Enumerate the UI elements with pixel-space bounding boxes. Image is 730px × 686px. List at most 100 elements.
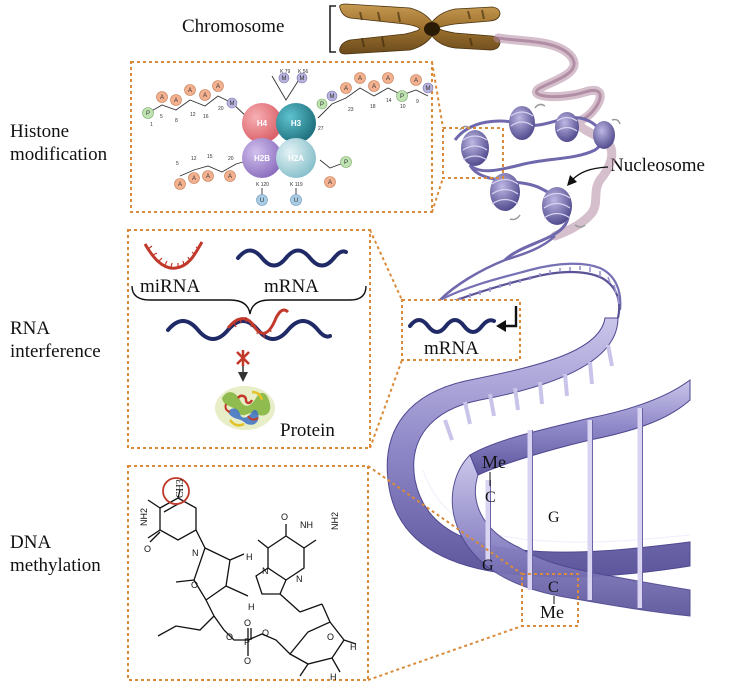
nucleosome-label: Nucleosome: [610, 155, 705, 176]
ubiquitin-marks: U U: [256, 194, 302, 206]
rna-label-line2: interference: [10, 341, 101, 362]
svg-text:10: 10: [400, 104, 406, 110]
nucleosome-6: [542, 187, 572, 225]
svg-text:P: P: [344, 160, 348, 166]
svg-text:K 56: K 56: [298, 69, 309, 75]
svg-text:M: M: [230, 101, 235, 107]
mirna-strand: [143, 241, 204, 270]
acetyl-marks: A A A A A A A A A A A A A A A: [156, 72, 422, 190]
cyt-n-label: N: [192, 548, 199, 558]
me-bottom-label: Me: [540, 602, 564, 622]
svg-text:9: 9: [416, 99, 419, 105]
chromosome-bracket: [329, 5, 336, 53]
svg-text:18: 18: [370, 104, 376, 110]
gua-nh-label: NH: [300, 520, 313, 530]
h-label-4: H: [330, 672, 337, 682]
histone-label-line1: Histone: [10, 121, 70, 142]
svg-text:K 119: K 119: [290, 182, 303, 188]
dna-label-line1: DNA: [10, 532, 52, 553]
phosphate-o2-label: O: [244, 656, 251, 666]
sugar1-o3-label: O: [226, 632, 233, 642]
h-label-3: H: [350, 642, 357, 652]
phosphate-o-label: O: [244, 618, 251, 628]
nucleosome-4: [593, 121, 615, 149]
h2a-label: H2A: [288, 154, 304, 163]
svg-text:A: A: [203, 93, 207, 99]
mrna-strand: [236, 248, 348, 268]
base-c-top: C: [485, 489, 496, 506]
h-label-2: H: [248, 602, 255, 612]
gua-o-label: O: [281, 512, 288, 522]
svg-text:K 79: K 79: [280, 69, 291, 75]
svg-text:A: A: [358, 76, 362, 82]
cyt-nh2-label: NH2: [139, 508, 149, 526]
me-top-label: Me: [482, 452, 506, 472]
mrna-label: mRNA: [264, 276, 319, 297]
svg-text:A: A: [328, 180, 332, 186]
gua-n-label: N: [262, 566, 269, 576]
svg-text:A: A: [206, 174, 210, 180]
chromosome-image: [339, 3, 501, 55]
gua-n2-label: N: [296, 574, 303, 584]
svg-text:A: A: [228, 174, 232, 180]
svg-text:14: 14: [386, 98, 392, 104]
phospho-marks: P P P: [142, 90, 408, 168]
histone-h2a: H2A: [276, 138, 316, 178]
histone-label-line2: modification: [10, 144, 108, 165]
svg-text:P: P: [400, 94, 404, 100]
svg-text:12: 12: [190, 112, 196, 118]
chromosome-label: Chromosome: [182, 16, 285, 37]
thin-dna-helix: [439, 235, 622, 319]
svg-text:1: 1: [150, 122, 153, 128]
svg-text:A: A: [178, 182, 182, 188]
svg-text:P: P: [146, 111, 150, 117]
base-pair-labels: Me C G G C Me: [482, 452, 564, 622]
phosphate-o3-label: O: [262, 628, 269, 638]
svg-text:5: 5: [176, 161, 179, 167]
svg-text:M: M: [300, 76, 305, 82]
svg-text:P: P: [320, 102, 324, 108]
protein-image: [215, 386, 275, 430]
nucleosome-arrow: [567, 166, 609, 186]
base-g-bottom: G: [482, 557, 494, 574]
mirna-label: miRNA: [140, 276, 200, 297]
h2b-label: H2B: [254, 154, 270, 163]
h4-label: H4: [257, 119, 268, 128]
svg-text:A: A: [386, 76, 390, 82]
large-dna-ladder: [386, 317, 691, 617]
svg-text:M: M: [282, 76, 287, 82]
svg-text:23: 23: [348, 107, 354, 113]
svg-text:15: 15: [207, 154, 213, 160]
h-label-1: H: [246, 552, 253, 562]
inset-mrna-label: mRNA: [424, 338, 479, 359]
svg-text:8: 8: [175, 118, 178, 124]
gua-nh2-label: NH2: [330, 512, 340, 530]
sugar2-o-label: O: [327, 632, 334, 642]
svg-text:U: U: [294, 198, 298, 204]
base-g-top: G: [548, 509, 560, 526]
svg-text:A: A: [174, 98, 178, 104]
histone-h3: H3: [276, 103, 316, 143]
nucleotide-structure: [147, 489, 357, 677]
rna-label-line1: RNA: [10, 318, 51, 339]
mirna-mrna-duplex: [166, 308, 332, 341]
dna-methylation-panel: NH2 O N O H H O P O O O O NH NH2 N N O H…: [127, 465, 579, 682]
svg-text:A: A: [160, 95, 164, 101]
nucleosome-1: [461, 130, 489, 166]
phosphate-p-label: P: [244, 637, 250, 647]
dna-label-line2: methylation: [10, 555, 101, 576]
pairing-brace: [131, 285, 367, 315]
ch3-label: CH3: [175, 479, 186, 498]
svg-text:16: 16: [203, 114, 209, 120]
svg-text:A: A: [192, 176, 196, 182]
methyl-marks: M M M M P M: [226, 72, 434, 110]
transcription-arrow: [496, 306, 518, 332]
cyt-o-label: O: [144, 544, 151, 554]
nucleosome-5: [490, 173, 520, 211]
sugar1-o-label: O: [191, 580, 198, 590]
base-c-bottom: C: [548, 579, 559, 596]
nucleosome-3: [555, 112, 579, 142]
histone-core: H4 H3 H2B H2A: [242, 103, 316, 178]
